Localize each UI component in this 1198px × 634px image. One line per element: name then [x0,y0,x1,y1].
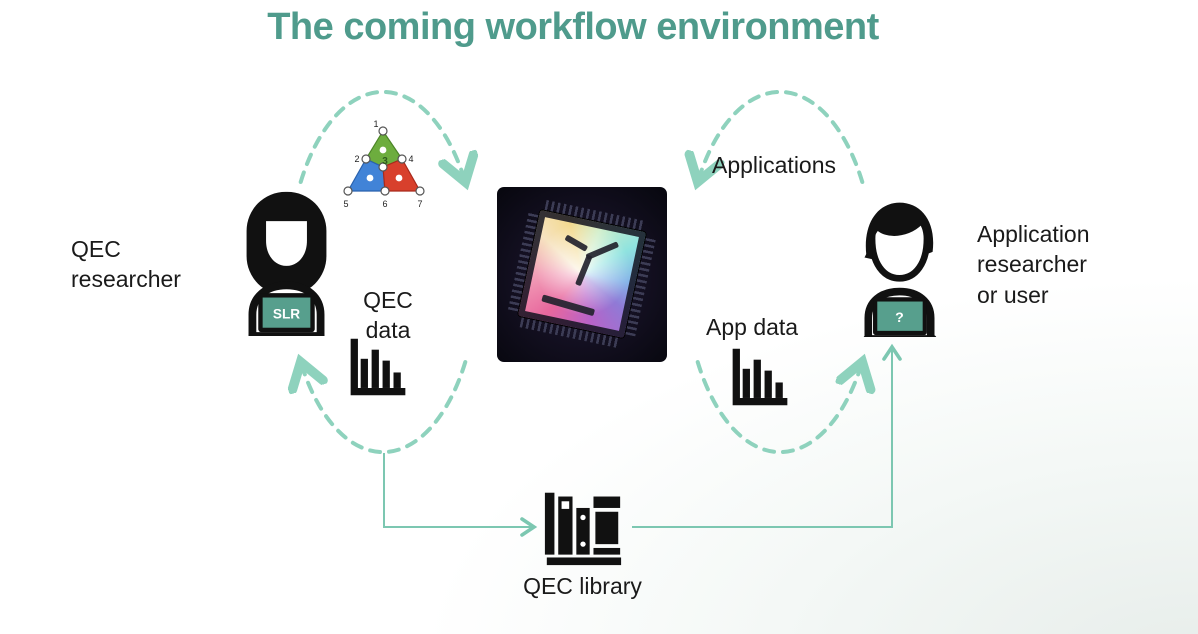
chip-die [517,209,647,339]
chip-trace [564,234,589,252]
code-vertex [378,126,388,136]
chip-trace [585,241,620,261]
page-title: The coming workflow environment [267,6,879,48]
code-vertex-label: 6 [382,199,387,209]
arc-left-top [298,89,466,182]
steane-color-code-icon: 1 2 3 4 5 6 7 [343,119,425,209]
qec-data-label: QEC data [363,287,413,344]
woman-researcher-at-laptop-icon: SLR [246,191,327,336]
laptop-label: SLR [273,306,300,321]
code-face-dot [379,146,387,154]
code-vertex-label: 2 [354,154,359,164]
bookshelf-icon [544,492,622,566]
code-vertex-label: 7 [417,199,422,209]
bar-chart-icon [350,338,406,396]
applications-label: Applications [712,152,837,178]
application-researcher-label: Application researcher or user [977,221,1090,308]
chip [508,200,656,348]
laptop-base [863,335,937,337]
chip-trace [541,294,596,317]
hair [865,202,934,256]
laptop-screen [877,301,923,331]
line-library-to-user [632,343,902,528]
code-vertex-label: 4 [408,154,413,164]
qec-researcher-label: QEC researcher [71,236,181,293]
line-researcher-to-library [383,453,538,537]
hair-tuft [864,242,874,260]
laptop-label: ? [895,310,904,326]
arc-left-bottom [301,362,468,455]
code-vertex [343,186,353,196]
code-face-dot [395,174,403,182]
code-face-dot [366,174,374,182]
code-vertex [361,154,371,164]
code-vertex [415,186,425,196]
code-vertex [378,162,388,172]
arc-right-top [698,89,865,182]
code-vertex-label: 1 [373,119,378,129]
laptop-base [248,332,325,336]
laptop-screen [262,297,311,328]
code-vertex [397,154,407,164]
qec-library-label: QEC library [523,573,642,599]
bar-chart-icon [732,348,788,406]
face [266,221,307,266]
arc-right-bottom [695,362,863,455]
user-at-laptop-icon: ? [863,202,937,337]
code-vertex-label: 3 [382,156,388,167]
code-vertex [380,186,390,196]
app-data-label: App data [706,314,799,340]
code-vertex-label: 5 [343,199,348,209]
quantum-chip-photo [497,187,667,362]
